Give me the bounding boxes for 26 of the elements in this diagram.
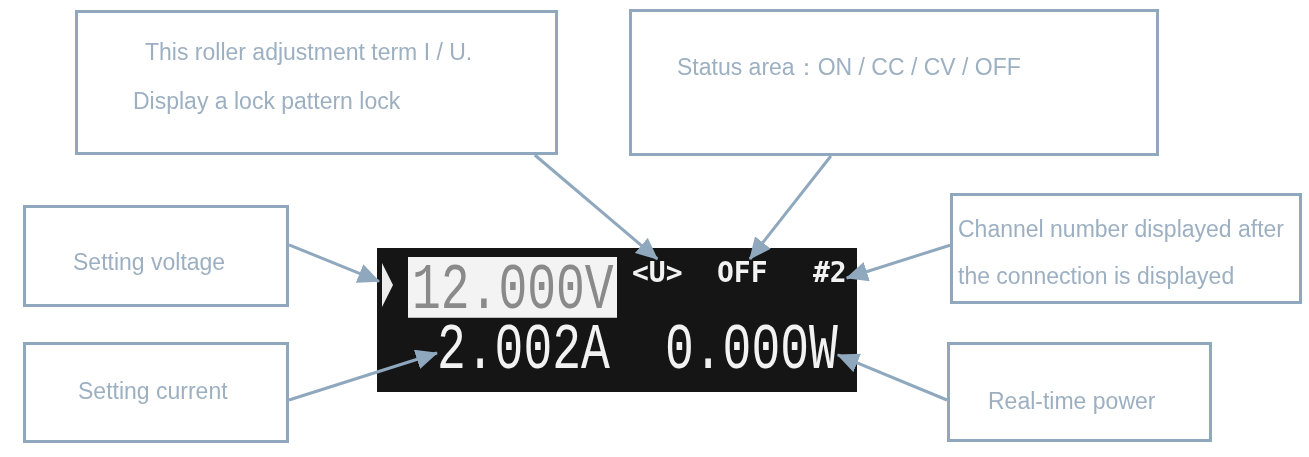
callout-box — [23, 205, 289, 307]
callout-text: This roller adjustment term I / U. — [145, 39, 473, 67]
leader-arrow — [748, 155, 833, 260]
callout-text: Setting current — [78, 378, 228, 406]
callout-box — [75, 10, 558, 155]
display-readout: <U> — [632, 259, 683, 287]
leader-arrow — [836, 353, 948, 402]
lcd-screen — [377, 248, 857, 392]
callout-text: Channel number displayed after the connection is displayed — [958, 215, 1286, 291]
callout-text: Status area：ON / CC / CV / OFF — [677, 54, 1021, 82]
highlighted-readout: 12.000V — [408, 257, 617, 318]
callout-box — [629, 9, 1159, 156]
leader-arrow — [845, 243, 951, 282]
leader-arrow — [288, 349, 438, 402]
callout-text: Real-time power — [988, 388, 1156, 416]
display-readout: 0.000W — [665, 318, 838, 383]
display-readout: #2 — [813, 259, 847, 287]
callout-box — [950, 193, 1302, 304]
display-readout: OFF — [717, 259, 768, 287]
display-readout: 2.002A — [437, 318, 610, 383]
callout-box — [23, 342, 289, 443]
callout-text: Setting voltage — [73, 249, 226, 277]
leader-arrow — [533, 153, 659, 261]
callout-box — [947, 342, 1212, 442]
callout-text: Display a lock pattern lock — [133, 88, 401, 116]
leader-arrow — [288, 243, 380, 283]
